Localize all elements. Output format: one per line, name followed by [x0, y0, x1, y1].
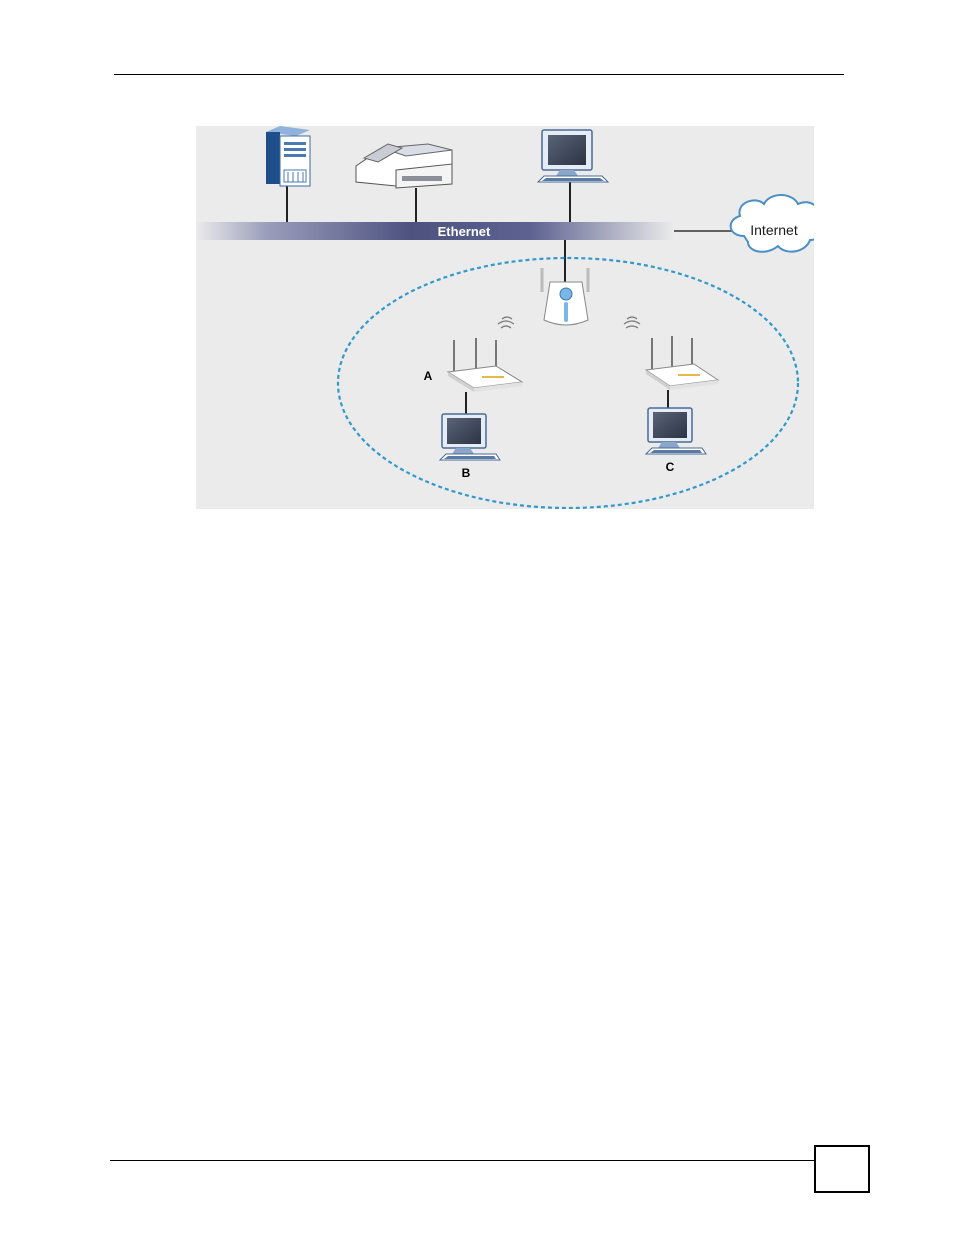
- header-rule: [114, 74, 844, 75]
- wireless-signal-icon: [498, 317, 514, 328]
- wireless-router-icon: [646, 336, 718, 390]
- wireless-signal-icon: [624, 317, 640, 328]
- desktop-computer-icon: [440, 414, 500, 460]
- page-number-box: [814, 1145, 870, 1193]
- ethernet-label: Ethernet: [438, 224, 491, 239]
- footer-rule: [110, 1160, 814, 1161]
- printer-icon: [356, 144, 452, 222]
- network-diagram: Ethernet: [196, 126, 814, 509]
- server-icon: [266, 126, 310, 222]
- network-diagram-canvas: Ethernet: [196, 126, 814, 509]
- wireless-router-icon: [448, 338, 522, 392]
- desktop-computer-icon: [538, 130, 608, 222]
- node-label-b: B: [462, 466, 471, 480]
- node-label-a: A: [424, 369, 433, 383]
- internet-label: Internet: [750, 222, 798, 238]
- desktop-computer-icon: [646, 408, 706, 454]
- cloud-icon: Internet: [731, 195, 814, 252]
- node-label-c: C: [666, 460, 675, 474]
- ethernet-backbone: [196, 222, 674, 240]
